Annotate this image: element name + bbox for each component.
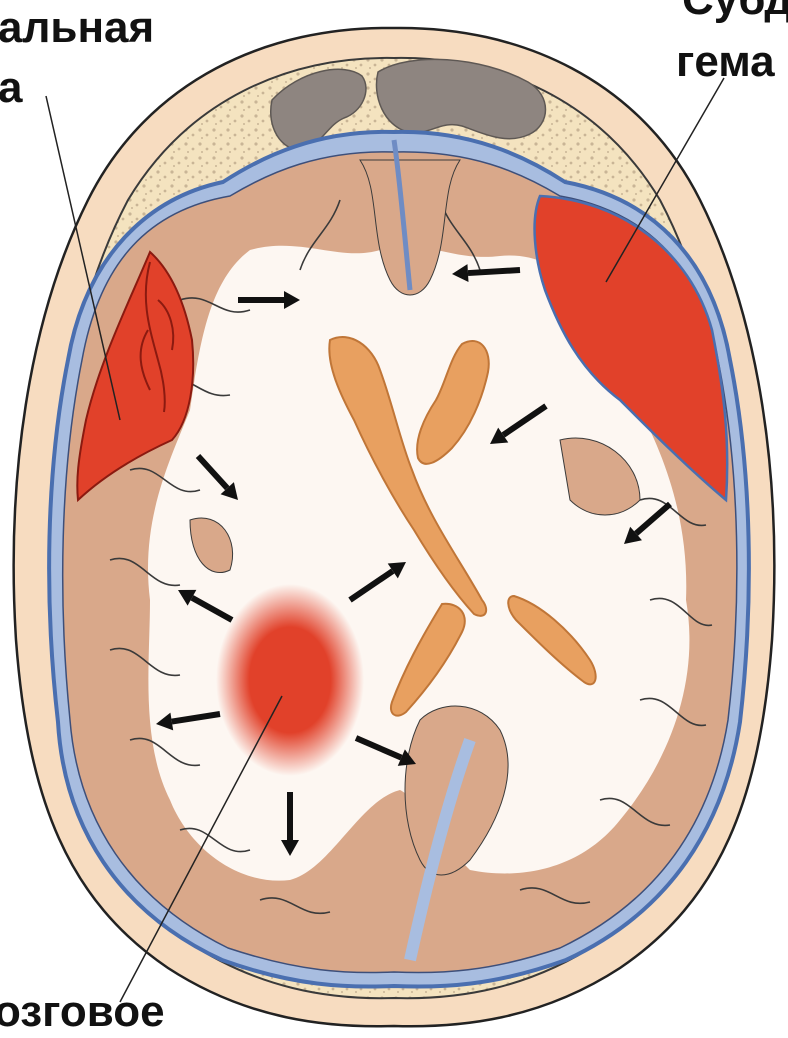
intracerebral-hematoma-label: озговое xyxy=(0,990,165,1034)
subdural-hematoma-label-line1: Субд xyxy=(682,0,788,22)
arrow-icon-shaft-2 xyxy=(468,270,520,273)
subdural-hematoma-label-line2: гема xyxy=(676,40,775,84)
epidural-hematoma-label-line2: а xyxy=(0,66,22,110)
intracerebral-hematoma xyxy=(216,584,364,776)
epidural-hematoma-label-line1: альная xyxy=(0,6,154,50)
